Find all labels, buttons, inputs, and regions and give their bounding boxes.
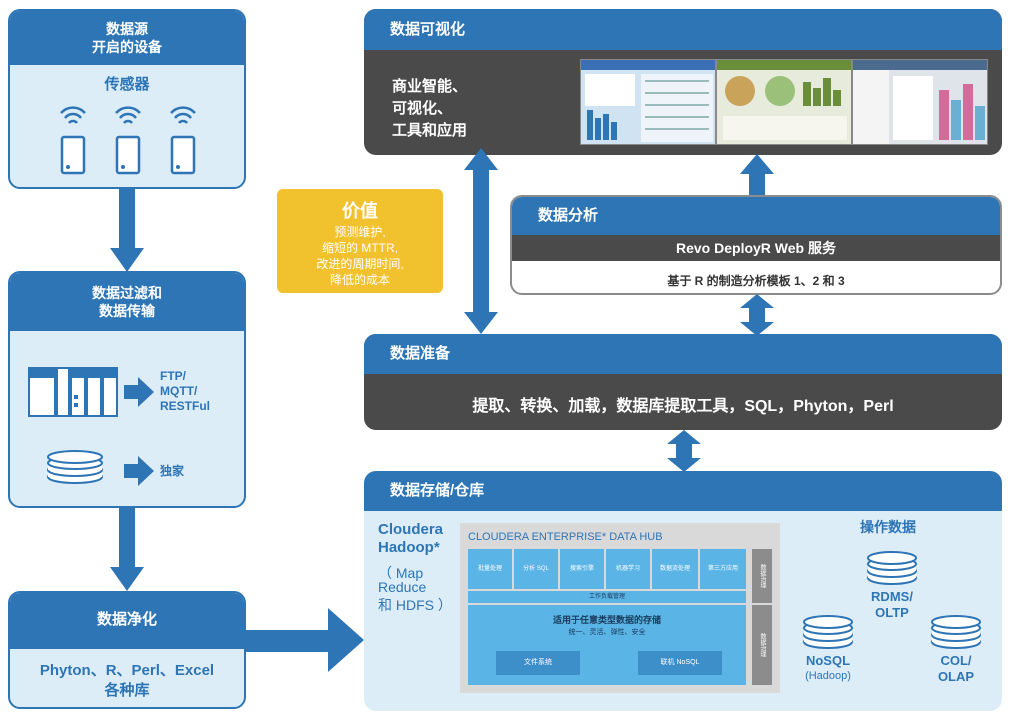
cloudera-label-line1: Cloudera xyxy=(378,521,444,538)
protocol-label-rest: RESTFul xyxy=(160,399,210,413)
value-line3: 改进的周期时间, xyxy=(316,257,404,271)
data-filter-title-line1: 数据过滤和 xyxy=(92,285,162,301)
hub-cell-machine-learning: 机器学习 xyxy=(606,549,650,589)
sensor-icon xyxy=(170,106,196,175)
data-visualization-box: 数据可视化 商业智能、 可视化、 工具和应用 xyxy=(364,9,1002,155)
arrow-right-icon xyxy=(124,456,154,486)
rdms-label-line1: RDMS/ xyxy=(871,589,913,604)
database-icon xyxy=(867,551,917,585)
sensor-icon xyxy=(115,106,141,175)
hub-cell-third-party: 第三方应用 xyxy=(700,549,746,589)
protocol-label-mqtt: MQTT/ xyxy=(160,384,198,398)
col-label-line1: COL/ xyxy=(940,653,972,668)
cleansing-tools-line1: Phyton、R、Perl、Excel xyxy=(39,662,215,679)
value-line2: 缩短的 MTTR, xyxy=(322,241,398,255)
nosql-label-line2: (Hadoop) xyxy=(805,670,851,682)
value-line4: 降低的成本 xyxy=(329,273,390,287)
nosql-label-line1: NoSQL xyxy=(805,653,851,668)
viz-line1: 商业智能、 xyxy=(392,78,468,95)
cloudera-data-hub: CLOUDERA ENTERPRISE* DATA HUB 批量处理 分析 SQ… xyxy=(460,523,780,693)
database-icon xyxy=(47,450,103,484)
data-sources-title-line1: 数据源 xyxy=(106,21,148,37)
exclusive-label: 独家 xyxy=(160,464,185,478)
data-analysis-header: 数据分析 xyxy=(512,197,1000,235)
hub-title: CLOUDERA ENTERPRISE* DATA HUB xyxy=(468,531,663,543)
hub-workload-management: 工作负载管理 xyxy=(468,591,746,603)
data-filter-box: 数据过滤和 数据传输 FTP/ MQTT/ RESTFul 独家 xyxy=(8,271,246,508)
database-icon xyxy=(803,615,853,649)
double-arrow-icon xyxy=(464,148,498,334)
data-cleansing-box: 数据净化 Phyton、R、Perl、Excel 各种库 xyxy=(8,591,246,709)
sensor-icon xyxy=(60,106,86,175)
dashboard-thumbnail xyxy=(852,59,988,145)
data-preparation-box: 数据准备 提取、转换、加载，数据库提取工具，SQL，Phyton，Perl xyxy=(364,334,1002,430)
data-storage-box: 数据存储/仓库 Cloudera Hadoop* （ Map Reduce 和 … xyxy=(364,471,1002,711)
double-arrow-icon xyxy=(740,294,774,336)
operational-data-title: 操作数据 xyxy=(860,519,916,535)
sensors-label: 传感器 xyxy=(104,76,150,93)
hub-governance-bottom: 数据治理 xyxy=(752,605,772,685)
data-analysis-box: 数据分析 Revo DeployR Web 服务 基于 R 的制造分析模板 1、… xyxy=(510,195,1002,295)
arrow-right-icon xyxy=(124,377,154,407)
arrow-down-icon xyxy=(110,507,144,591)
server-rack-icon xyxy=(28,367,118,417)
arrow-right-icon xyxy=(244,608,364,672)
mapreduce-line2: Reduce xyxy=(378,579,427,595)
data-filter-title-line2: 数据传输 xyxy=(99,303,155,319)
value-box: 价值 预测维护, 缩短的 MTTR, 改进的周期时间, 降低的成本 xyxy=(277,189,443,293)
arrow-down-icon xyxy=(110,188,144,272)
data-cleansing-header: 数据净化 xyxy=(10,593,244,649)
value-line1: 预测维护, xyxy=(334,225,386,239)
data-sources-box: 数据源 开启的设备 传感器 xyxy=(8,9,246,189)
hub-cell-stream: 数据流处理 xyxy=(652,549,698,589)
deployr-service-bar: Revo DeployR Web 服务 xyxy=(512,235,1000,261)
data-visualization-header: 数据可视化 xyxy=(364,9,1002,50)
dashboard-thumbnail xyxy=(716,59,852,145)
data-storage-header: 数据存储/仓库 xyxy=(364,471,1002,511)
data-preparation-header: 数据准备 xyxy=(364,334,1002,374)
value-title: 价值 xyxy=(342,201,378,221)
mapreduce-line1: （ Map xyxy=(378,565,424,581)
hub-storage-subtitle: 统一、灵活、弹性、安全 xyxy=(568,629,646,636)
hub-online-nosql: 联机 NoSQL xyxy=(638,651,722,675)
hub-storage-title: 适用于任意类型数据的存储 xyxy=(552,615,661,625)
analysis-templates: 基于 R 的制造分析模板 1、2 和 3 xyxy=(667,274,845,288)
dashboard-thumbnail xyxy=(580,59,716,145)
hub-cell-search: 搜索引擎 xyxy=(560,549,604,589)
database-icon xyxy=(931,615,981,649)
hub-cell-analytic-sql: 分析 SQL xyxy=(514,549,558,589)
viz-line2: 可视化、 xyxy=(392,100,453,117)
data-sources-title-line2: 开启的设备 xyxy=(92,39,162,55)
col-label-line2: OLAP xyxy=(937,669,975,684)
viz-line3: 工具和应用 xyxy=(392,122,468,139)
hub-filesystem: 文件系统 xyxy=(496,651,580,675)
hub-cell-batch: 批量处理 xyxy=(468,549,512,589)
hub-governance-top: 数据治理 xyxy=(752,549,772,603)
rdms-label-line2: OLTP xyxy=(875,605,909,620)
preparation-tools: 提取、转换、加载，数据库提取工具，SQL，Phyton，Perl xyxy=(472,398,894,415)
cleansing-tools-line2: 各种库 xyxy=(104,682,150,699)
mapreduce-line3: 和 HDFS ） xyxy=(378,597,452,613)
data-cleansing-title: 数据净化 xyxy=(96,611,157,628)
cloudera-label-line2: Hadoop* xyxy=(378,539,440,556)
arrow-up-icon xyxy=(740,154,774,196)
data-filter-header: 数据过滤和 数据传输 xyxy=(10,273,244,331)
protocol-label-ftp: FTP/ xyxy=(160,369,186,383)
data-sources-header: 数据源 开启的设备 xyxy=(10,11,244,65)
double-arrow-icon xyxy=(667,430,701,472)
